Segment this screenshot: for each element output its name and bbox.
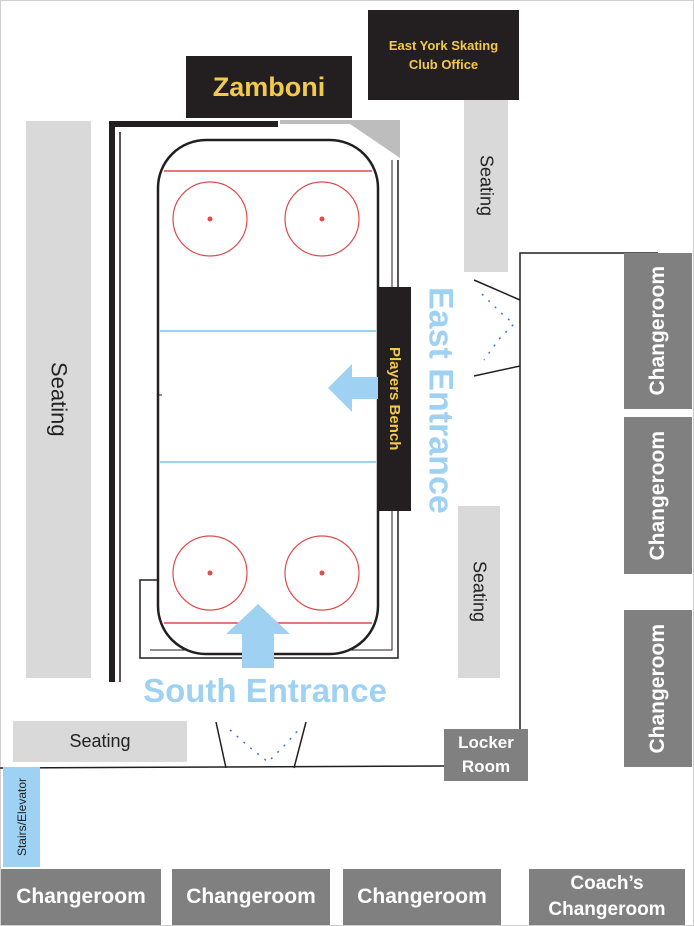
locker-room: Locker Room: [444, 729, 528, 781]
faceoff-dot: [207, 570, 213, 576]
locker-room-label: Locker Room: [458, 733, 514, 776]
faceoff-circle: [284, 535, 360, 611]
east-door-swing: [481, 293, 516, 361]
seating-label: Seating: [46, 362, 72, 437]
club-office: East York Skating Club Office: [368, 10, 519, 100]
faceoff-circle: [172, 181, 248, 257]
faceoff-circle: [284, 181, 360, 257]
seating-south: Seating: [13, 721, 187, 762]
stairs-elevator-label: Stairs/Elevator: [14, 777, 29, 857]
building-wall-south: [0, 765, 447, 769]
zamboni-ramp: [280, 120, 400, 158]
zamboni: Zamboni: [186, 56, 352, 118]
seating-label: Seating: [476, 155, 497, 217]
players-bench-label: Players Bench: [386, 347, 403, 451]
changeroom-east-1: Changeroom: [624, 253, 692, 409]
changeroom-south-2: Changeroom: [172, 869, 330, 925]
rink-outer-wall: [109, 121, 278, 682]
seating-southeast: Seating: [458, 506, 500, 678]
south-entrance-label: South Entrance: [143, 672, 387, 709]
east-door-edge: [473, 365, 521, 377]
changeroom-label: Changeroom: [16, 885, 146, 908]
seating-northeast: Seating: [464, 100, 508, 272]
east-door-edge: [473, 279, 521, 301]
building-wall-east: [519, 252, 658, 740]
faceoff-circle: [172, 535, 248, 611]
changeroom-label: Changeroom: [646, 266, 669, 396]
changeroom-label: Changeroom: [357, 885, 487, 908]
changeroom-south-1: Changeroom: [1, 869, 161, 925]
changeroom-east-3: Changeroom: [624, 610, 692, 767]
faceoff-dot: [319, 216, 325, 222]
changeroom-east-2: Changeroom: [624, 417, 692, 574]
changeroom-south-3: Changeroom: [343, 869, 501, 925]
east-entrance-label: East Entrance: [421, 286, 460, 514]
stairs-elevator: Stairs/Elevator: [3, 767, 40, 867]
arrow-up-icon: [226, 604, 290, 668]
seating-label: Seating: [69, 731, 131, 751]
changeroom-label: Changeroom: [646, 623, 669, 754]
changeroom-label: Changeroom: [186, 885, 316, 908]
club-office-label: East York Skating Club Office: [388, 38, 499, 72]
seating-label: Seating: [469, 561, 490, 623]
faceoff-dot: [319, 570, 325, 576]
changeroom-label: Changeroom: [646, 430, 669, 561]
south-door-edge: [215, 721, 227, 769]
faceoff-dot: [207, 216, 213, 222]
players-bench: Players Bench: [378, 287, 411, 511]
coach-changeroom-label: Coach’s Changeroom: [548, 873, 666, 920]
arrow-left-icon: [328, 364, 378, 412]
south-door-swing: [229, 727, 301, 764]
coach-changeroom: Coach’s Changeroom: [529, 869, 685, 925]
seating-west: Seating: [26, 121, 91, 678]
south-door-edge: [293, 721, 307, 769]
zamboni-label: Zamboni: [212, 71, 326, 102]
